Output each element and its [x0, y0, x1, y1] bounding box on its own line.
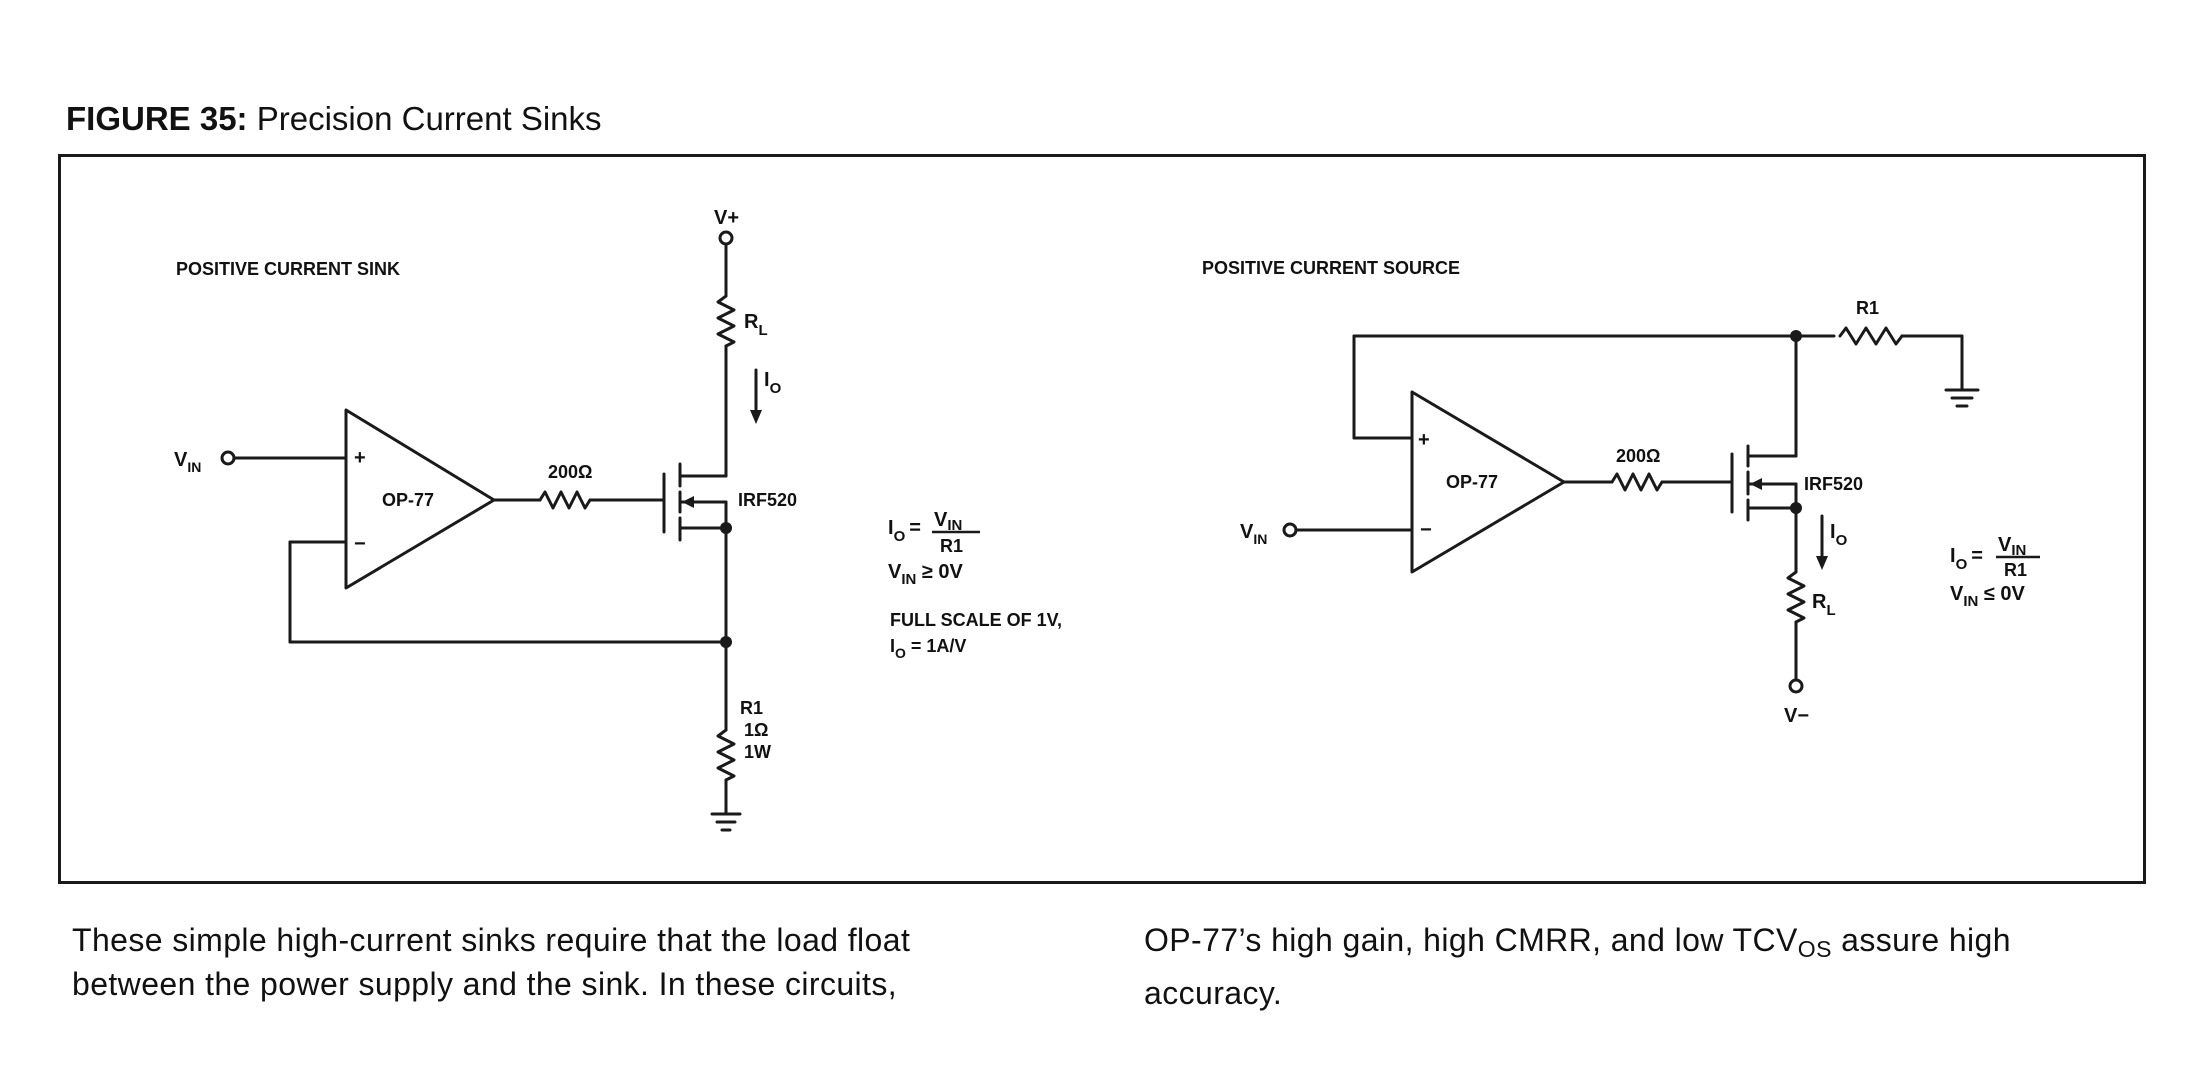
figure-label: FIGURE 35:	[66, 100, 248, 137]
left-eq-denominator: R1	[940, 536, 963, 556]
right-load-label: RL	[1812, 591, 1836, 619]
left-plus-label: +	[354, 447, 366, 469]
left-supply-label: V+	[714, 207, 739, 229]
left-condition: VIN ≥ 0V	[888, 561, 964, 588]
right-gate-resistor-label: 200Ω	[1616, 446, 1660, 466]
left-opamp	[344, 408, 496, 590]
right-supply-label: V−	[1784, 705, 1809, 727]
left-note-line1: FULL SCALE OF 1V,	[890, 610, 1062, 630]
right-opamp-label: OP-77	[1446, 472, 1498, 492]
body-text-line: between the power supply and the sink. I…	[72, 966, 898, 1002]
right-current-label: IO	[1830, 521, 1848, 549]
left-input-label: VIN	[174, 449, 201, 475]
left-load-resistor	[716, 294, 736, 348]
left-sense-value: 1Ω	[744, 720, 768, 740]
body-text-line: These simple high-current sinks require …	[72, 922, 911, 958]
left-current-label: IO	[764, 369, 782, 397]
left-sense-name: R1	[740, 698, 763, 718]
right-opamp	[1410, 390, 1566, 574]
figure-frame	[58, 154, 2146, 884]
right-input-terminal	[1282, 522, 1298, 538]
left-opamp-label: OP-77	[382, 490, 434, 510]
left-input-terminal	[220, 450, 236, 466]
left-source-node	[720, 522, 732, 534]
right-eq-numerator: VIN	[1998, 534, 2026, 559]
right-input-label: VIN	[1240, 521, 1267, 547]
left-eq-lhs: IO=	[888, 517, 921, 545]
right-top-node	[1790, 330, 1802, 342]
left-supply-terminal	[718, 230, 734, 246]
right-circuit-wiring	[1282, 326, 1980, 694]
body-text-right: OP-77’s high gain, high CMRR, and low TC…	[1144, 918, 2011, 1015]
right-minus-label: −	[1420, 519, 1432, 541]
left-note-line2: IO = 1A/V	[890, 636, 966, 661]
left-mosfet-label: IRF520	[738, 490, 797, 510]
figure-title: FIGURE 35: Precision Current Sinks	[66, 100, 602, 138]
left-gate-resistor-label: 200Ω	[548, 462, 592, 482]
left-circuit-title: POSITIVE CURRENT SINK	[176, 259, 400, 279]
left-minus-label: −	[354, 533, 366, 555]
left-sense-resistor	[716, 728, 736, 782]
right-eq-lhs: IO=	[1950, 545, 1983, 573]
right-condition: VIN ≤ 0V	[1950, 583, 2026, 610]
right-eq-denominator: R1	[2004, 560, 2027, 580]
left-sense-power: 1W	[744, 742, 771, 762]
body-text-line: accuracy.	[1144, 974, 1283, 1011]
figure-caption: Precision Current Sinks	[256, 100, 602, 137]
right-supply-terminal	[1788, 678, 1804, 694]
right-plus-label: +	[1418, 429, 1430, 451]
right-gate-resistor	[1610, 472, 1664, 492]
right-sense-label: R1	[1856, 298, 1879, 318]
left-gate-resistor	[538, 490, 592, 510]
left-circuit-wiring	[220, 230, 758, 832]
left-eq-numerator: VIN	[934, 509, 962, 534]
body-text-line: OP-77’s high gain, high CMRR, and low TC…	[1144, 922, 2011, 962]
right-source-node	[1790, 502, 1802, 514]
right-sense-resistor	[1838, 326, 1904, 346]
left-feedback-node	[720, 636, 732, 648]
left-load-label: RL	[744, 311, 768, 339]
body-text-left: These simple high-current sinks require …	[72, 918, 910, 1006]
right-circuit-title: POSITIVE CURRENT SOURCE	[1202, 258, 1460, 278]
right-mosfet-label: IRF520	[1804, 474, 1863, 494]
right-load-resistor	[1786, 570, 1806, 624]
